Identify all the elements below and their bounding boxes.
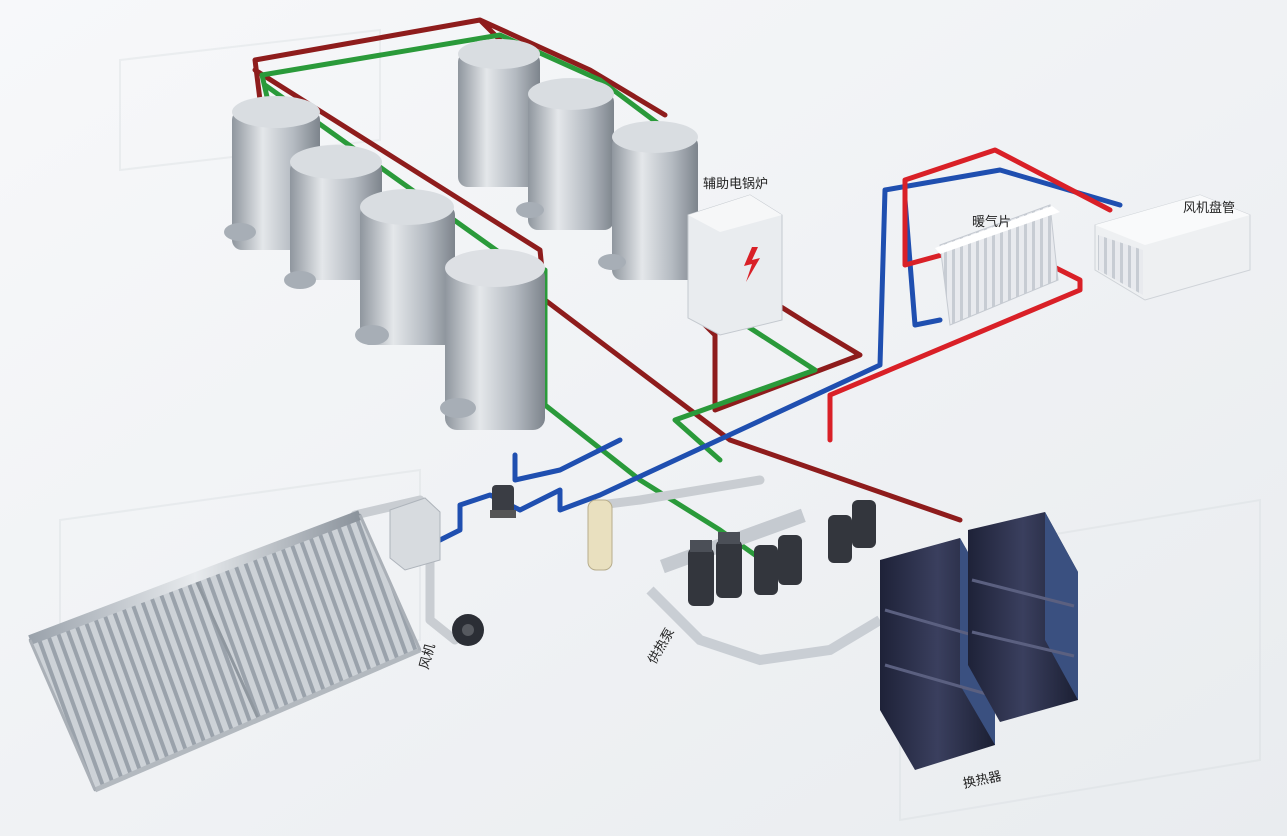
fan-coil-label: 风机盘管 — [1183, 200, 1235, 216]
collector-pump — [490, 485, 516, 518]
dark-red-header-pipe — [252, 17, 963, 523]
aux-electric-boiler: 辅助电锅炉 — [687, 176, 783, 336]
pump — [754, 545, 778, 595]
pump — [852, 500, 876, 548]
boiler-green-pipe — [672, 312, 818, 463]
solar-collector — [28, 510, 422, 793]
heat-exchangers: 换热器 — [880, 512, 1078, 792]
radiator-label: 暖气片 — [972, 214, 1011, 230]
plate-heat-exchanger — [968, 512, 1078, 722]
pump — [778, 535, 802, 585]
storage-tank — [284, 145, 382, 289]
collector-pipe — [350, 475, 765, 645]
boiler-dark-red-pipe — [697, 297, 863, 413]
filter-vessel — [587, 499, 613, 571]
fan-label: 风机 — [417, 642, 438, 671]
storage-tanks — [224, 39, 698, 430]
aux-boiler-label: 辅助电锅炉 — [703, 176, 768, 192]
radiator: 暖气片 — [935, 204, 1060, 326]
storage-tank — [355, 189, 455, 345]
storage-tank — [516, 78, 614, 230]
storage-tank — [440, 249, 545, 430]
fan-unit: 风机 — [389, 497, 484, 671]
lightning-icon — [744, 247, 760, 282]
pump — [716, 532, 742, 598]
pump — [828, 515, 852, 563]
storage-tank — [598, 121, 698, 280]
pump — [688, 540, 714, 606]
fan-coil-unit: 风机盘管 — [1094, 194, 1251, 301]
supply-pumps: 供热泵 — [645, 500, 883, 667]
pipe-network — [252, 17, 1123, 645]
storage-tank — [458, 39, 540, 187]
